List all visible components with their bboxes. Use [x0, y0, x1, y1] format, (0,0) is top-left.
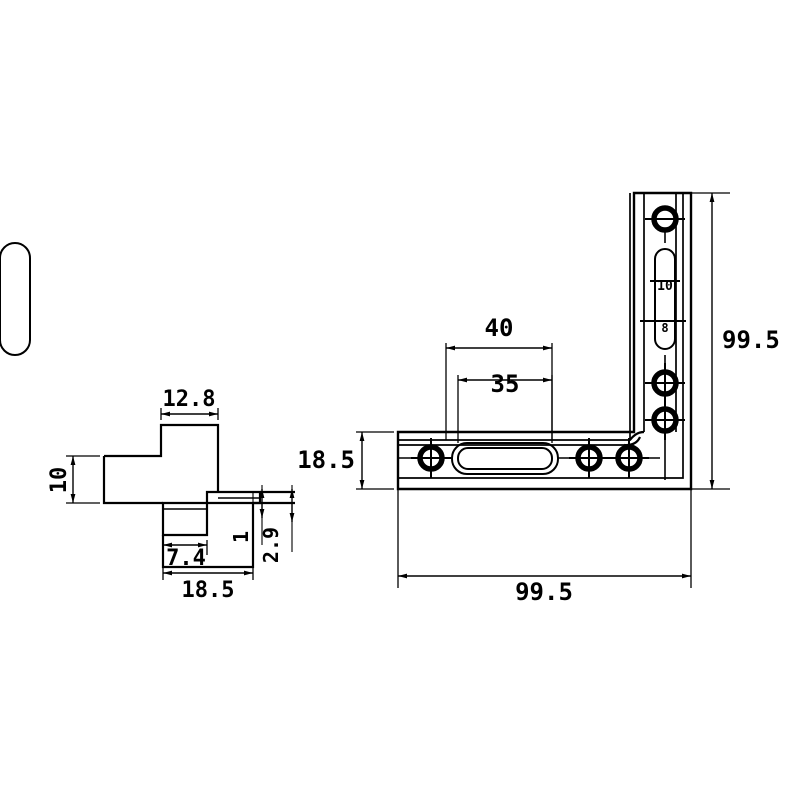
bracket-inner-edges [398, 193, 684, 479]
dimension-label-12-8: 12.8 [163, 387, 216, 412]
dimension-99-5-horizontal: 99.5 [397, 489, 692, 606]
hole-v3 [645, 400, 685, 440]
vertical-slot-labels: 10 8 [640, 279, 686, 335]
slot-label-lower: 8 [661, 321, 668, 335]
dimension-2-9: 2.9 [259, 485, 295, 563]
dimension-1: 1 [229, 485, 265, 545]
horizontal-arm-holes [398, 438, 660, 478]
dimension-label-99-5-horizontal: 99.5 [515, 578, 573, 606]
vertical-arm-holes [645, 205, 685, 480]
dimension-label-2-9: 2.9 [259, 527, 283, 563]
hole-v1 [645, 205, 685, 233]
dimension-18-5-section: 18.5 [162, 567, 254, 603]
dimension-label-1: 1 [229, 531, 253, 543]
dimension-label-99-5-vertical: 99.5 [722, 326, 780, 354]
slot-label-upper: 10 [657, 279, 673, 294]
dimension-label-18-5-section: 18.5 [182, 578, 235, 603]
dimension-label-35: 35 [491, 370, 520, 398]
dimension-label-10: 10 [47, 467, 72, 494]
dimension-35: 35 [457, 370, 553, 443]
dimension-12-8: 12.8 [160, 387, 219, 420]
corner-fillet [623, 430, 645, 447]
section-view-group: 12.8 10 7.4 18.5 [47, 387, 295, 603]
vertical-slot [0, 242, 676, 356]
dimension-18-5-front: 18.5 [297, 431, 394, 490]
dimension-99-5-vertical: 99.5 [691, 192, 780, 490]
dimension-label-40: 40 [485, 314, 514, 342]
dimension-7-4: 7.4 [162, 540, 208, 571]
horizontal-slot [451, 442, 559, 475]
dimension-10: 10 [47, 455, 100, 504]
dimension-label-18-5-front: 18.5 [297, 446, 355, 474]
front-view-group: 10 8 [0, 191, 780, 606]
dimension-label-7-4: 7.4 [166, 546, 206, 571]
